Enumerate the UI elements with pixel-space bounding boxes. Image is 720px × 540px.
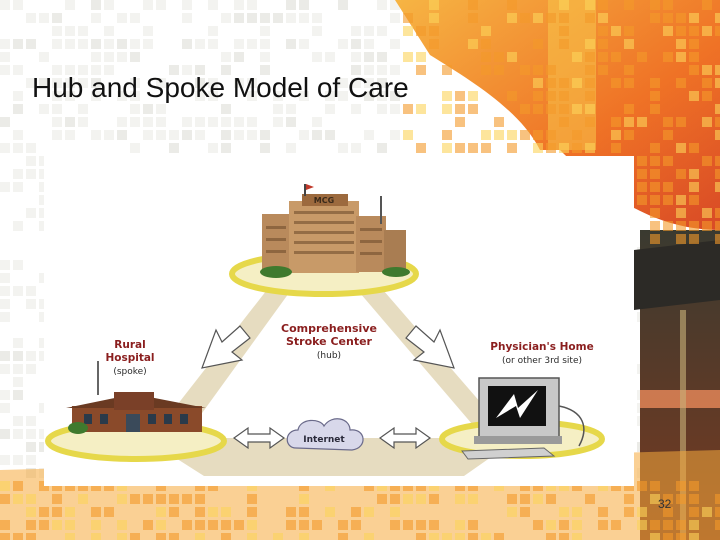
hub-spoke-diagram: MCG	[44, 156, 634, 486]
spoke-role-label: (spoke)	[113, 367, 146, 377]
spoke-label-line1: Rural	[114, 339, 145, 351]
hub-building-icon: MCG	[260, 184, 410, 278]
hub-role-label: (hub)	[317, 351, 341, 361]
hub-label-line2: Stroke Center	[286, 335, 373, 348]
spoke-label-line2: Hospital	[105, 352, 154, 364]
hub-label-line1: Comprehensive	[281, 322, 377, 335]
internet-label: Internet	[303, 435, 345, 445]
page-number: 32	[658, 497, 671, 511]
third-site-label-line2: (or other 3rd site)	[502, 356, 582, 366]
third-site-label-line1: Physician's Home	[490, 341, 593, 353]
slide-title: Hub and Spoke Model of Care	[32, 72, 409, 104]
hub-sign: MCG	[314, 196, 334, 205]
